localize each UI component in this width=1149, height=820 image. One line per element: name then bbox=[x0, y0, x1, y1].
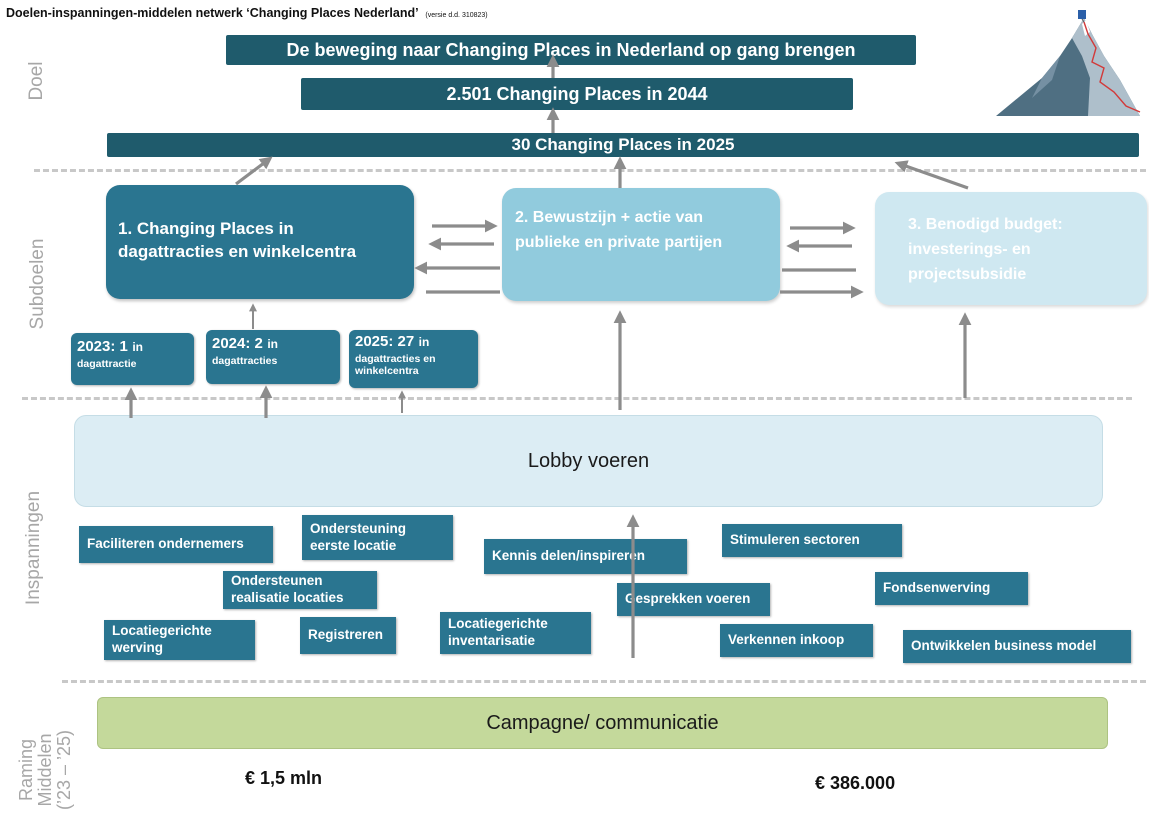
budget-right: € 386.000 bbox=[815, 773, 895, 794]
milestone-2024: 2024: 2 in dagattracties bbox=[206, 330, 340, 384]
milestone-2023-unit: in bbox=[132, 340, 143, 354]
separator-1 bbox=[34, 169, 1146, 172]
activity-ontwikkelen: Ontwikkelen business model bbox=[903, 630, 1131, 663]
subgoal-box-1-label: 1. Changing Places in dagattracties en w… bbox=[118, 219, 357, 261]
lobby-box: Lobby voeren bbox=[74, 415, 1103, 507]
milestone-2024-detail: dagattracties bbox=[212, 355, 278, 367]
activity-locatiegerichte-inventarisatie-label: Locatiegerichte inventarisatie bbox=[448, 616, 548, 648]
activity-ondersteuning-eerste: Ondersteuning eerste locatie bbox=[302, 515, 453, 560]
milestone-2024-unit: in bbox=[267, 337, 278, 351]
campaign-box: Campagne/ communicatie bbox=[97, 697, 1108, 749]
activity-locatiegerichte-werving: Locatiegerichte werving bbox=[104, 620, 255, 660]
budget-right-value: € 386.000 bbox=[815, 773, 896, 793]
activity-registreren-label: Registreren bbox=[308, 627, 384, 643]
activity-gesprekken-label: Gesprekken voeren bbox=[625, 591, 751, 607]
milestone-2024-year: 2024: 2 bbox=[212, 335, 263, 352]
activity-kennis: Kennis delen/inspireren bbox=[484, 539, 687, 574]
arrow-box3-to-goal bbox=[894, 160, 969, 190]
subgoal-box-3-label: 3. Benodigd budget: investerings- en pro… bbox=[908, 216, 1063, 283]
activity-ondersteunen-realisatie-label: Ondersteunen realisatie locaties bbox=[231, 573, 344, 605]
activity-ontwikkelen-label: Ontwikkelen business model bbox=[911, 638, 1097, 654]
budget-left-value: € 1,5 mln bbox=[245, 768, 323, 788]
goal-mid: 2.501 Changing Places in 2044 bbox=[301, 78, 853, 110]
milestone-2025-year: 2025: 27 bbox=[355, 333, 415, 350]
milestone-2025-unit: in bbox=[418, 335, 430, 349]
mountain-icon bbox=[996, 10, 1141, 116]
lobby-label: Lobby voeren bbox=[527, 449, 650, 472]
activity-registreren: Registreren bbox=[300, 617, 396, 654]
campaign-label: Campagne/ communicatie bbox=[486, 711, 719, 734]
goal-bottom: 30 Changing Places in 2025 bbox=[107, 133, 1139, 157]
arrow-box1-to-goal bbox=[235, 156, 273, 186]
milestone-2025: 2025: 27 in dagattracties en winkelcentr… bbox=[349, 330, 478, 388]
activity-faciliteren: Faciliteren ondernemers bbox=[79, 526, 273, 563]
activity-ondersteunen-realisatie: Ondersteunen realisatie locaties bbox=[223, 571, 377, 609]
goal-top-label: De beweging naar Changing Places in Nede… bbox=[286, 39, 856, 60]
activity-stimuleren-label: Stimuleren sectoren bbox=[730, 532, 860, 548]
diagram-title-text: Doelen-inspanningen-middelen netwerk ‘Ch… bbox=[6, 6, 418, 20]
activity-fondsenwerving: Fondsenwerving bbox=[875, 572, 1028, 605]
subgoal-box-3: 3. Benodigd budget: investerings- en pro… bbox=[875, 192, 1147, 305]
milestone-2023-detail: dagattractie bbox=[77, 358, 137, 370]
subgoal-box-1: 1. Changing Places in dagattracties en w… bbox=[106, 185, 414, 299]
activity-gesprekken: Gesprekken voeren bbox=[617, 583, 770, 616]
activity-ondersteuning-eerste-label: Ondersteuning eerste locatie bbox=[310, 520, 407, 553]
subgoal-box-2-label: 2. Bewustzijn + actie van publieke en pr… bbox=[515, 209, 723, 251]
budget-left: € 1,5 mln bbox=[245, 768, 322, 789]
goal-top: De beweging naar Changing Places in Nede… bbox=[226, 35, 916, 65]
activity-fondsenwerving-label: Fondsenwerving bbox=[883, 580, 991, 596]
milestone-2023: 2023: 1 in dagattractie bbox=[71, 333, 194, 385]
activity-verkennen: Verkennen inkoop bbox=[720, 624, 873, 657]
activity-verkennen-label: Verkennen inkoop bbox=[728, 632, 845, 648]
subgoal-box-2: 2. Bewustzijn + actie van publieke en pr… bbox=[502, 188, 780, 301]
diagram-title: Doelen-inspanningen-middelen netwerk ‘Ch… bbox=[6, 6, 488, 20]
separator-3 bbox=[62, 680, 1146, 683]
milestone-2025-detail: dagattracties en winkelcentra bbox=[355, 353, 436, 378]
activity-kennis-label: Kennis delen/inspireren bbox=[492, 548, 646, 564]
separator-2 bbox=[22, 397, 1132, 400]
activity-locatiegerichte-werving-label: Locatiegerichte werving bbox=[112, 623, 212, 655]
activity-faciliteren-label: Faciliteren ondernemers bbox=[87, 536, 244, 552]
milestone-2023-year: 2023: 1 bbox=[77, 338, 128, 355]
goal-bottom-label: 30 Changing Places in 2025 bbox=[511, 135, 735, 154]
version-label: (versie d.d. 310823) bbox=[425, 12, 488, 19]
activity-locatiegerichte-inventarisatie: Locatiegerichte inventarisatie bbox=[440, 612, 591, 654]
activity-stimuleren: Stimuleren sectoren bbox=[722, 524, 902, 557]
goal-mid-label: 2.501 Changing Places in 2044 bbox=[446, 83, 708, 104]
